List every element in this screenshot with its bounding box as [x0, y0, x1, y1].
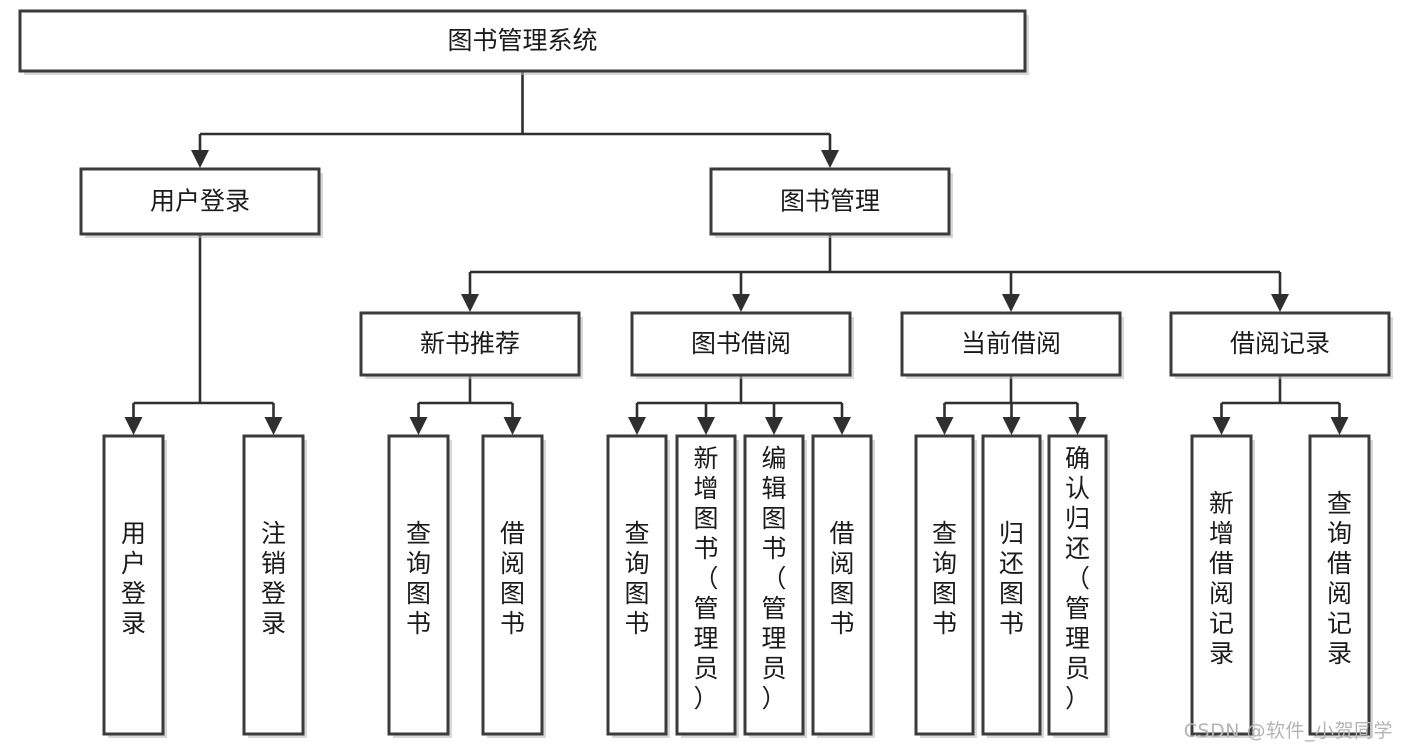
node-label: 编辑图书（管理员） [761, 444, 786, 713]
connector-group-bookmgmt [461, 234, 1289, 312]
node-label: 归还图书 [999, 519, 1024, 638]
node-record[interactable]: 借阅记录 [1169, 311, 1393, 379]
node-login-1[interactable]: 用户登录 [102, 434, 167, 738]
node-label: 新增图书（管理员） [693, 444, 718, 713]
node-label: 用户登录 [121, 519, 146, 638]
watermark-text: CSDN @软件_小贺同学 [1183, 720, 1393, 742]
node-box[interactable] [900, 311, 1122, 377]
arrow-head-icon [503, 417, 522, 435]
arrow-head-icon [697, 417, 715, 435]
connector-group-current [935, 375, 1087, 435]
node-current[interactable]: 当前借阅 [900, 311, 1124, 379]
node-label: 注销登录 [261, 519, 286, 638]
node-box[interactable] [914, 434, 975, 736]
node-label: 确认归还（管理员） [1065, 444, 1090, 713]
node-label: 图书管理 [780, 187, 880, 216]
arrow-head-icon [264, 417, 283, 435]
arrow-head-icon [1330, 417, 1349, 435]
node-borrow[interactable]: 图书借阅 [630, 311, 854, 379]
node-current-3[interactable]: 确认归还（管理员） [1047, 434, 1110, 738]
connector-layer [124, 71, 1349, 435]
node-box[interactable] [387, 434, 450, 736]
node-record-2[interactable]: 查询借阅记录 [1308, 434, 1373, 738]
node-box[interactable] [18, 9, 1027, 73]
node-box[interactable] [242, 434, 305, 736]
node-box[interactable] [606, 434, 668, 736]
arrow-head-icon [124, 417, 143, 435]
node-label: 当前借阅 [961, 329, 1061, 358]
node-login-2[interactable]: 注销登录 [242, 434, 307, 738]
connector-group-newbook [409, 375, 522, 435]
arrow-head-icon [1271, 294, 1289, 312]
arrow-head-icon [1002, 417, 1021, 435]
connector-group-record [1212, 375, 1349, 435]
node-borrow-1[interactable]: 查询图书 [606, 434, 670, 738]
node-current-1[interactable]: 查询图书 [914, 434, 977, 738]
connector-group-login [124, 234, 283, 435]
node-box[interactable] [359, 311, 581, 377]
node-newbook-1[interactable]: 查询图书 [387, 434, 452, 738]
node-box[interactable] [1169, 311, 1391, 377]
node-box[interactable] [102, 434, 165, 736]
node-label: 借阅记录 [1230, 329, 1330, 358]
node-box[interactable] [630, 311, 852, 377]
node-borrow-3[interactable]: 编辑图书（管理员） [743, 434, 807, 738]
node-borrow-2[interactable]: 新增图书（管理员） [675, 434, 739, 738]
node-label: 图书借阅 [691, 329, 791, 358]
node-box[interactable] [709, 167, 951, 236]
node-label: 新增借阅记录 [1209, 489, 1234, 668]
node-bookmgmt[interactable]: 图书管理 [709, 167, 953, 238]
node-root[interactable]: 图书管理系统 [18, 9, 1029, 75]
node-label: 查询图书 [932, 519, 957, 638]
arrow-head-icon [1212, 417, 1231, 435]
arrow-head-icon [732, 294, 750, 312]
node-box[interactable] [1047, 434, 1108, 736]
node-box[interactable] [1308, 434, 1371, 736]
node-login[interactable]: 用户登录 [79, 167, 323, 238]
node-borrow-4[interactable]: 借阅图书 [811, 434, 875, 738]
arrow-head-icon [833, 417, 851, 435]
node-newbook-2[interactable]: 借阅图书 [481, 434, 546, 738]
node-layer: 图书管理系统用户登录图书管理新书推荐图书借阅当前借阅借阅记录用户登录注销登录查询… [18, 9, 1393, 738]
node-label: 图书管理系统 [447, 26, 597, 55]
node-box[interactable] [79, 167, 321, 236]
node-label: 查询图书 [406, 519, 431, 638]
node-box[interactable] [481, 434, 544, 736]
node-record-1[interactable]: 新增借阅记录 [1190, 434, 1255, 738]
arrow-head-icon [935, 417, 954, 435]
arrow-head-icon [1002, 294, 1020, 312]
arrow-head-icon [1068, 417, 1087, 435]
connector-group-root [191, 71, 839, 168]
node-label: 查询借阅记录 [1327, 489, 1352, 668]
node-box[interactable] [743, 434, 805, 736]
node-current-2[interactable]: 归还图书 [981, 434, 1044, 738]
node-box[interactable] [1190, 434, 1253, 736]
node-box[interactable] [981, 434, 1042, 736]
arrow-head-icon [821, 150, 839, 168]
node-newbook[interactable]: 新书推荐 [359, 311, 583, 379]
arrow-head-icon [628, 417, 646, 435]
node-label: 新书推荐 [420, 329, 520, 358]
node-label: 借阅图书 [829, 519, 854, 638]
arrow-head-icon [191, 150, 209, 168]
arrow-head-icon [461, 294, 479, 312]
node-label: 查询图书 [624, 519, 649, 638]
arrow-head-icon [409, 417, 428, 435]
connector-group-borrow [628, 375, 851, 435]
node-label: 用户登录 [150, 187, 250, 216]
node-label: 借阅图书 [500, 519, 525, 638]
node-box[interactable] [811, 434, 873, 736]
node-box[interactable] [675, 434, 737, 736]
arrow-head-icon [765, 417, 783, 435]
